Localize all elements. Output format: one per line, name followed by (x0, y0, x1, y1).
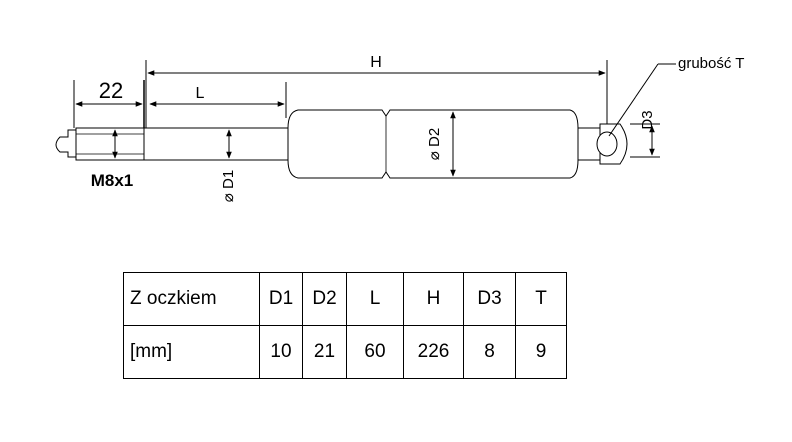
gas-spring-technical-drawing: H L 22 M8x1 ⌀ D1 ⌀ D2 (55, 54, 744, 202)
dimension-thread-length-label: 22 (99, 78, 123, 103)
table-cell: 226 (403, 325, 464, 379)
specification-table: Z oczkiem D1 D2 L H D3 T [mm] 10 21 60 2… (123, 272, 567, 379)
thread-spec-label: M8x1 (91, 171, 134, 190)
table-row: [mm] 10 21 60 226 8 9 (123, 325, 567, 379)
table-cell: 9 (515, 325, 567, 379)
table-header-cell: D3 (463, 272, 516, 326)
table-header-cell: L (346, 272, 404, 326)
thickness-leader: grubość T (608, 55, 744, 137)
rod-diameter-label: ⌀ D1 (220, 170, 237, 202)
eye-end: D3 (577, 110, 660, 165)
table-cell: 8 (463, 325, 516, 379)
dimension-thread-length: 22 (73, 78, 145, 130)
dimension-l-label: L (196, 85, 205, 102)
table-row: Z oczkiem D1 D2 L H D3 T (123, 272, 567, 326)
table-header-cell: Z oczkiem (123, 272, 260, 326)
cylinder-body: ⌀ D2 (287, 109, 579, 179)
thickness-label: grubość T (678, 55, 744, 72)
table-cell: 10 (259, 325, 303, 379)
piston-rod: ⌀ D1 (143, 127, 291, 202)
table-header-cell: D2 (302, 272, 347, 326)
threaded-end: M8x1 (55, 127, 145, 190)
dimension-h: H (145, 54, 608, 130)
table-header-cell: T (515, 272, 567, 326)
dimension-l: L (149, 82, 287, 118)
table-header-cell: D1 (259, 272, 303, 326)
eye-diameter-label: D3 (639, 110, 656, 129)
table-header-cell: H (403, 272, 464, 326)
table-cell: 21 (302, 325, 347, 379)
table-cell: [mm] (123, 325, 260, 379)
body-diameter-label: ⌀ D2 (426, 128, 443, 160)
dimension-h-label: H (370, 54, 382, 71)
table-cell: 60 (346, 325, 404, 379)
